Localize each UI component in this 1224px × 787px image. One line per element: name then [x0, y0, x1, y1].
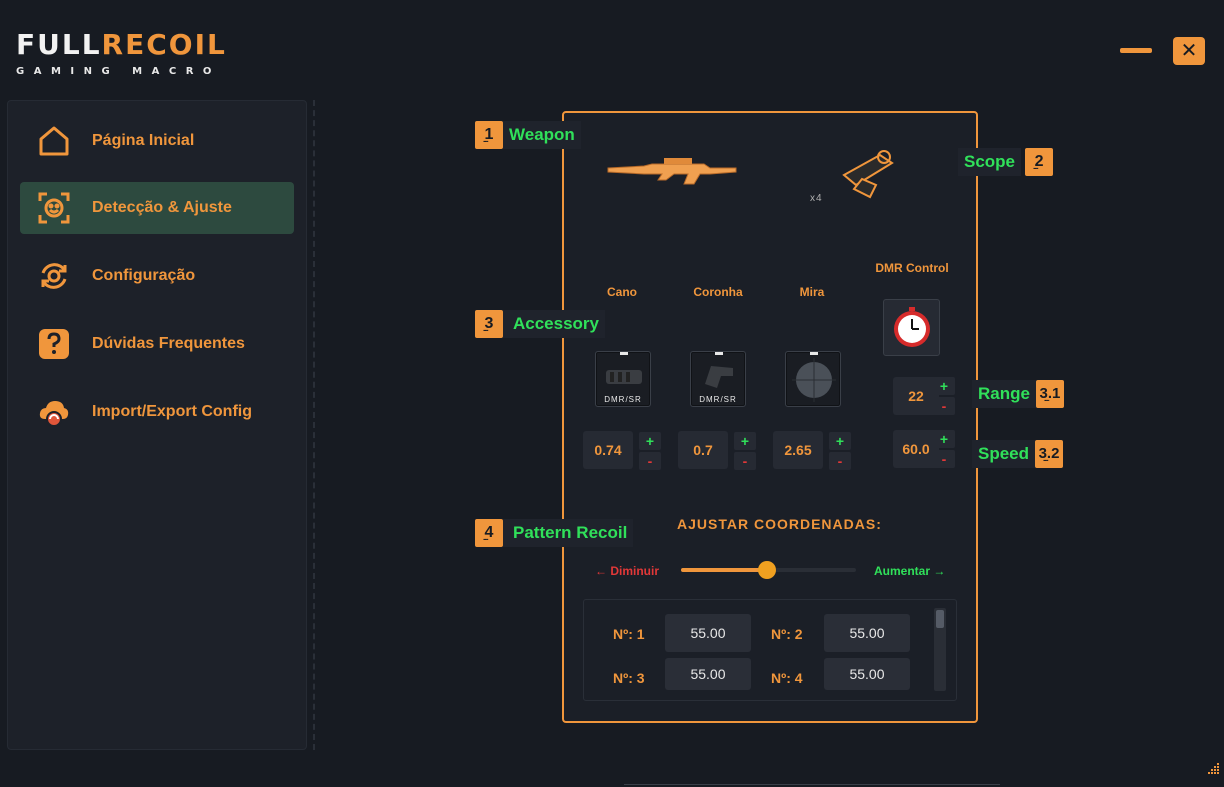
range-increase-button[interactable]: + [933, 377, 955, 395]
resize-grip-icon[interactable] [1204, 760, 1220, 776]
barrel-decrease-button[interactable]: - [639, 452, 661, 470]
attachment-label-barrel: Cano [607, 285, 637, 299]
sight-value: 2.65 [773, 431, 823, 469]
callout-label: Accessory [503, 310, 606, 338]
attachment-slot-sight[interactable] [785, 351, 841, 407]
gear-refresh-icon [36, 258, 72, 294]
sight-icon [792, 358, 836, 402]
callout-label: Scope [958, 148, 1022, 176]
dmr-control-slot[interactable] [883, 299, 940, 356]
coord-input-4[interactable] [824, 658, 910, 690]
callout-label: Pattern Recoil [503, 519, 634, 547]
slider-fill [681, 568, 767, 572]
callout-scope: Scope 2 [958, 148, 1054, 182]
callout-number: 3.2 [1035, 440, 1064, 474]
callout-pattern: 4 Pattern Recoil [475, 519, 634, 553]
callout-accessory: 3 Accessory [475, 310, 606, 344]
stock-decrease-button[interactable]: - [734, 452, 756, 470]
sidebar-item-label: Detecção & Ajuste [92, 199, 232, 216]
callout-number: 3.1 [1035, 380, 1064, 414]
callout-number: 2 [1025, 148, 1054, 182]
coord-label-3: Nº: 3 [613, 670, 645, 686]
home-icon [36, 123, 72, 159]
attachment-slot-stock[interactable]: DMR/SR [690, 351, 746, 407]
close-button[interactable]: ✕ [1173, 37, 1205, 65]
speed-increase-button[interactable]: + [933, 430, 955, 448]
stock-icon [705, 366, 733, 388]
slot-indicator [810, 352, 818, 355]
stock-value: 0.7 [678, 431, 728, 469]
attachment-tag: DMR/SR [604, 395, 642, 404]
sidebar-item-label: Página Inicial [92, 132, 195, 149]
callout-number: 4 [475, 519, 503, 553]
attachment-slot-barrel[interactable]: DMR/SR [595, 351, 651, 407]
coord-label-1: Nº: 1 [613, 626, 645, 642]
attachment-label-stock: Coronha [693, 285, 743, 299]
sidebar-item-label: Import/Export Config [92, 403, 252, 420]
bottom-divider [624, 784, 1000, 785]
callout-number: 1 [475, 121, 503, 155]
slider-thumb[interactable] [757, 561, 776, 579]
coord-label-2: Nº: 2 [771, 626, 803, 642]
slot-indicator [620, 352, 628, 355]
sidebar-item-detection[interactable]: Detecção & Ajuste [20, 182, 294, 234]
scope-zoom-label: x4 [810, 193, 823, 204]
decrease-button[interactable]: ← Diminuir [595, 564, 660, 578]
sidebar-item-config[interactable]: Configuração [20, 250, 294, 302]
muzzle-icon [606, 370, 642, 384]
scope-image[interactable] [836, 145, 900, 205]
attachment-label-sight: Mira [799, 285, 825, 299]
cloud-sync-icon [36, 394, 72, 430]
app-logo: FULLRECOIL GAMING MACRO [16, 28, 227, 78]
slot-indicator [715, 352, 723, 355]
barrel-increase-button[interactable]: + [639, 432, 661, 450]
sight-increase-button[interactable]: + [829, 432, 851, 450]
callout-number: 3 [475, 310, 503, 344]
question-icon [36, 326, 72, 362]
callout-weapon: 1 Weapon [475, 121, 581, 155]
range-decrease-button[interactable]: - [933, 397, 955, 415]
range-value: 22 [893, 377, 939, 415]
speed-value: 60.0 [893, 430, 939, 468]
coord-input-2[interactable] [824, 614, 910, 652]
callout-label: Speed [972, 440, 1036, 468]
increase-button[interactable]: Aumentar → [874, 564, 946, 578]
sidebar: Página Inicial Detecção & Ajuste Configu… [7, 100, 307, 750]
callout-label: Range [972, 380, 1036, 408]
callout-speed: Speed 3.2 [972, 440, 1064, 474]
weapon-image[interactable] [604, 150, 740, 190]
pattern-slider[interactable] [681, 561, 856, 579]
sidebar-item-import-export[interactable]: Import/Export Config [20, 386, 294, 438]
coords-title: AJUSTAR COORDENADAS: [677, 516, 882, 532]
sight-decrease-button[interactable]: - [829, 452, 851, 470]
coord-input-1[interactable] [665, 614, 751, 652]
logo-wordmark: FULLRECOIL [16, 28, 227, 61]
sidebar-divider [313, 100, 315, 750]
speed-decrease-button[interactable]: - [933, 450, 955, 468]
coords-scrollbar[interactable] [934, 608, 946, 691]
coord-label-4: Nº: 4 [771, 670, 803, 686]
stock-increase-button[interactable]: + [734, 432, 756, 450]
attachment-tag: DMR/SR [699, 395, 737, 404]
coord-input-3[interactable] [665, 658, 751, 690]
barrel-value: 0.74 [583, 431, 633, 469]
minimize-button[interactable] [1120, 48, 1152, 53]
stopwatch-icon [894, 307, 930, 347]
callout-label: Weapon [503, 121, 581, 149]
sidebar-item-label: Configuração [92, 267, 196, 284]
face-scan-icon [36, 190, 72, 226]
sidebar-item-label: Dúvidas Frequentes [92, 335, 245, 352]
logo-subtitle: GAMING MACRO [16, 66, 221, 77]
dmr-control-label: DMR Control [875, 261, 949, 275]
sidebar-item-home[interactable]: Página Inicial [20, 115, 294, 167]
coords-scrollbar-thumb[interactable] [936, 610, 944, 628]
sidebar-item-faq[interactable]: Dúvidas Frequentes [20, 318, 294, 370]
callout-range: Range 3.1 [972, 380, 1064, 414]
